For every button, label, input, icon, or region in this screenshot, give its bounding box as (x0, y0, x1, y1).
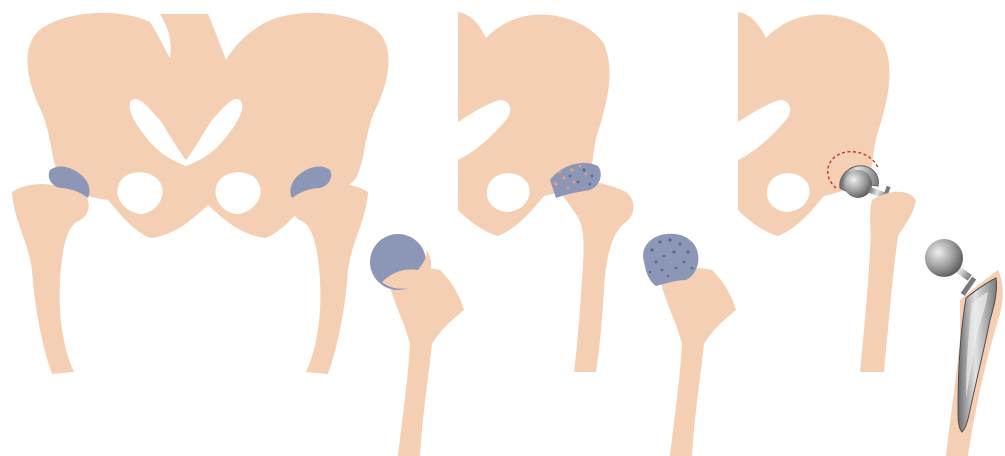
arthritic-femur-detail (643, 234, 736, 456)
panel-replacement (738, 12, 916, 372)
arthritic-femur (556, 181, 634, 372)
implant-detail (925, 239, 1003, 456)
healthy-femur-detail (370, 234, 464, 456)
arthritic-femur-shaft (660, 268, 736, 456)
implant-ball (844, 170, 872, 198)
left-femur (12, 184, 89, 374)
replacement-femur-stub (860, 192, 916, 372)
healthy-femur-shaft (388, 268, 464, 456)
panel-healthy (12, 13, 389, 374)
implant-stem-ball (925, 239, 963, 277)
panel-arthritic (458, 12, 634, 372)
right-femur (291, 184, 368, 374)
